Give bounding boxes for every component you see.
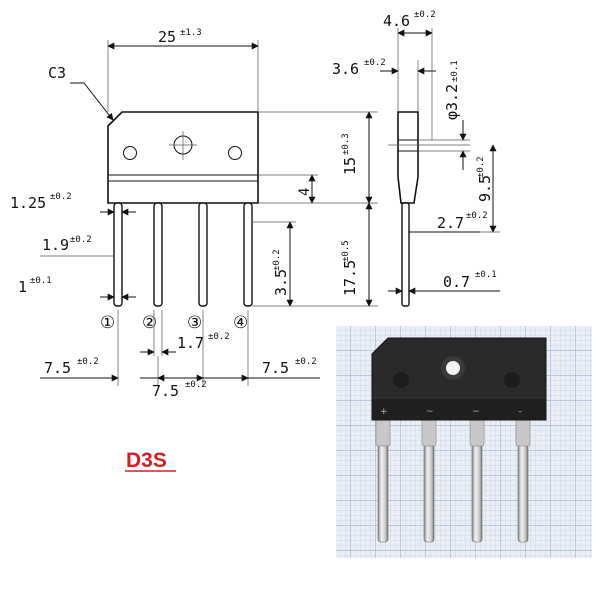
photo-lead-shoulder bbox=[421, 417, 437, 447]
photo-hole bbox=[446, 361, 460, 375]
dim-hole-value: φ3.2 bbox=[443, 84, 461, 120]
dim-pin-tip-tol: ±0.1 bbox=[30, 276, 52, 286]
photo-lead-shoulder bbox=[515, 417, 531, 447]
dim-hole-tol: ±0.1 bbox=[450, 60, 460, 82]
dim-pitch-left-value: 7.5 bbox=[44, 359, 71, 377]
dim-height-tol: ±0.3 bbox=[341, 133, 351, 155]
dim-lead-offset-value: 9.5 bbox=[476, 175, 494, 202]
photo-mark-2: ~ bbox=[426, 407, 434, 417]
dim-pin-thickness-value: 1.25 bbox=[10, 194, 46, 212]
hole-right bbox=[228, 146, 242, 160]
side-body bbox=[397, 111, 419, 204]
dim-pitch-right-value: 7.5 bbox=[262, 359, 289, 377]
product-photo: + ~ ~ – bbox=[336, 326, 592, 558]
dim-lead-step-tol: ±0.2 bbox=[466, 211, 488, 221]
chamfer-leader bbox=[70, 82, 114, 121]
dim-lead-thick-value: 0.7 bbox=[443, 273, 470, 291]
front-view: ① ② ③ ④ C3 25 ±1.3 15 ±0.3 4 17.5 ±0 bbox=[10, 28, 378, 400]
photo-mark-3: ~ bbox=[472, 407, 480, 417]
dim-pin-offset-value: 3.5 bbox=[272, 269, 290, 296]
dim-step-tol: ±0.2 bbox=[364, 58, 386, 68]
dim-pin-offset-tol: ±0.2 bbox=[272, 249, 282, 271]
dim-width-value: 25 bbox=[158, 28, 176, 46]
dim-pin-thickness-tol: ±0.2 bbox=[50, 192, 72, 202]
dim-lead-offset-tol: ±0.2 bbox=[476, 156, 486, 178]
dim-step-value: 3.6 bbox=[332, 60, 359, 78]
pin-label-4: ④ bbox=[233, 313, 248, 333]
dim-lead-length-value: 17.5 bbox=[341, 260, 359, 296]
dim-pin-gap-value: 1.7 bbox=[177, 334, 204, 352]
dim-pitch-left-tol: ±0.2 bbox=[77, 357, 99, 367]
dim-pitch-mid-tol: ±0.2 bbox=[185, 380, 207, 390]
dim-height-value: 15 bbox=[341, 157, 359, 175]
dim-band-value: 4 bbox=[297, 188, 313, 196]
dim-depth-value: 4.6 bbox=[383, 12, 410, 30]
part-name: D3S bbox=[126, 449, 167, 472]
dim-pin-width-value: 1.9 bbox=[42, 236, 69, 254]
pin-label-1: ① bbox=[100, 313, 115, 333]
pin-2 bbox=[153, 202, 163, 307]
dim-lead-thick-tol: ±0.1 bbox=[475, 270, 497, 280]
dim-pin-width-tol: ±0.2 bbox=[70, 235, 92, 245]
photo-body-band bbox=[372, 398, 546, 420]
dim-depth-tol: ±0.2 bbox=[414, 10, 436, 20]
photo-mark-1: + bbox=[380, 407, 388, 417]
pin-4 bbox=[243, 202, 253, 307]
pin-label-3: ③ bbox=[187, 313, 202, 333]
photo-lead-shoulder bbox=[469, 417, 485, 447]
photo-mark-4: – bbox=[518, 407, 523, 417]
pin-label-2: ② bbox=[142, 313, 157, 333]
side-lead bbox=[401, 202, 410, 307]
pin-3 bbox=[198, 202, 208, 307]
photo-dimple-right bbox=[504, 372, 520, 388]
dim-pin-gap-tol: ±0.2 bbox=[208, 332, 230, 342]
photo-dimple-left bbox=[393, 372, 409, 388]
pin-1 bbox=[113, 202, 123, 307]
side-view: 4.6 ±0.2 3.6 ±0.2 φ3.2 ±0.1 9.5 ±0.2 2.7… bbox=[332, 10, 500, 307]
dim-lead-step-value: 2.7 bbox=[437, 214, 464, 232]
dim-pitch-right-tol: ±0.2 bbox=[295, 357, 317, 367]
chamfer-callout: C3 bbox=[48, 64, 66, 82]
photo-lead-shoulder bbox=[375, 417, 391, 447]
dim-pin-tip-value: 1 bbox=[18, 278, 27, 296]
hole-left bbox=[123, 146, 137, 160]
dim-lead-length-tol: ±0.5 bbox=[341, 240, 351, 262]
dim-width-tol: ±1.3 bbox=[180, 28, 202, 38]
dim-pitch-mid-value: 7.5 bbox=[152, 382, 179, 400]
